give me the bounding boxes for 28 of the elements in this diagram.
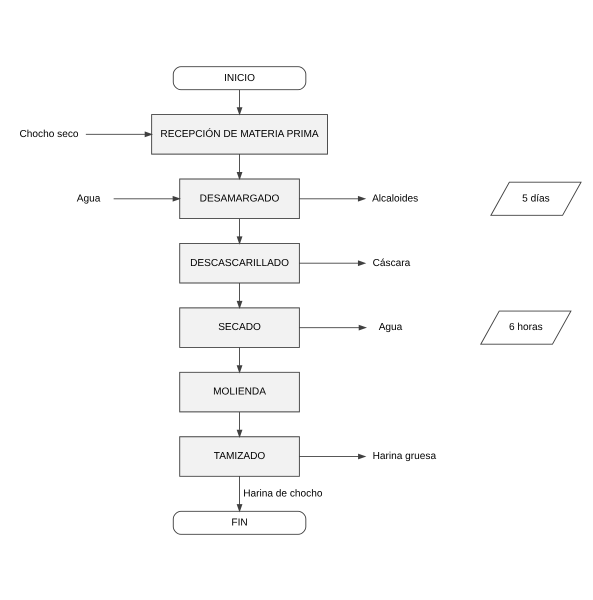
arrow (236, 346, 242, 374)
node-text: Alcaloides (372, 192, 418, 204)
node-text: Agua (378, 322, 402, 333)
node-box: RECEPCIÓN DE MATERIA PRIMA (151, 114, 328, 154)
arrow (236, 88, 242, 116)
node-box: TAMIZADO (179, 436, 300, 476)
arrow (298, 453, 366, 459)
arrow (299, 260, 366, 266)
node-box: FIN (172, 510, 306, 534)
node-text: Harina gruesa (372, 450, 436, 462)
arrow (236, 218, 242, 244)
arrow (298, 195, 366, 202)
node-box: DESAMARGADO (179, 178, 300, 219)
arrow (298, 324, 367, 330)
edge-label: Harina de chocho (243, 488, 322, 499)
arrow (236, 282, 242, 309)
arrow (113, 195, 181, 202)
arrow (236, 475, 242, 512)
node-box: DESCASCARILLADO (179, 242, 300, 283)
node-box: MOLIENDA (179, 371, 300, 412)
node-box: SECADO (179, 306, 300, 348)
node-box: INICIO (172, 66, 306, 90)
arrow (236, 153, 242, 180)
node-text: Chocho seco (19, 128, 79, 140)
arrow (236, 411, 242, 438)
node-text: Cáscara (372, 257, 410, 268)
node-text: Agua (76, 192, 100, 204)
arrow (85, 130, 153, 137)
